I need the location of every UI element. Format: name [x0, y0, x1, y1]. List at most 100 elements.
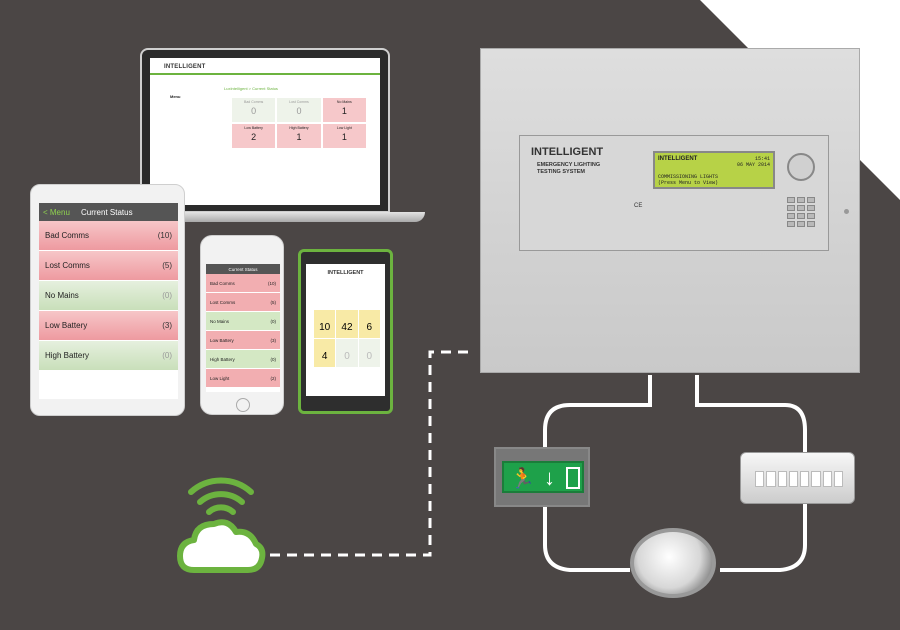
key[interactable]: [797, 205, 805, 211]
dome-light: [630, 528, 716, 598]
tablet-title: Current Status: [81, 207, 133, 217]
tablet-header: < Menu Current Status: [39, 203, 178, 221]
phone-row-low-light[interactable]: Low Light (2): [206, 369, 280, 388]
status-count: (0): [162, 351, 172, 360]
phone-row-low-battery[interactable]: Low Battery(3): [206, 331, 280, 350]
status-row-bad-comms[interactable]: Bad Comms(10): [39, 221, 178, 251]
exit-sign: 🏃 ↓: [494, 447, 590, 507]
status-label: Low Battery: [45, 321, 88, 330]
laptop-cell-label: Bad Comms: [244, 100, 264, 104]
key[interactable]: [797, 213, 805, 219]
status-label: Lost Comms: [45, 261, 90, 270]
laptop-cell-bad-comms[interactable]: Bad Comms 0: [232, 98, 276, 122]
home-button[interactable]: [236, 398, 250, 412]
status-row-low-battery[interactable]: Low Battery (3): [39, 311, 178, 341]
laptop-cell-value: 0: [296, 106, 302, 116]
keypad[interactable]: [787, 197, 815, 227]
status-count: (10): [267, 280, 276, 286]
wp-cell[interactable]: 0: [358, 339, 380, 367]
key[interactable]: [797, 221, 805, 227]
wp-cell[interactable]: 10: [314, 310, 336, 338]
laptop-header-bar: [150, 73, 380, 75]
wp-cell[interactable]: 6: [358, 310, 380, 338]
control-panel: INTELLIGENT EMERGENCY LIGHTING TESTING S…: [480, 48, 860, 373]
phone: Current Status Bad Comms(10) Lost Comms(…: [200, 235, 284, 415]
back-button[interactable]: < Menu: [43, 207, 70, 217]
laptop-cell-value: 2: [251, 132, 257, 142]
key[interactable]: [787, 213, 795, 219]
phone-row-high-battery[interactable]: High Battery (0): [206, 350, 280, 369]
windows-phone-logo: INTELLIGENT: [327, 270, 364, 276]
lcd-logo: INTELLIGENT: [658, 156, 698, 162]
arrow-down-icon: ↓: [544, 465, 555, 490]
tablet-screen: < Menu Current Status Bad Comms(10) Lost…: [39, 203, 178, 399]
status-row-high-battery[interactable]: High Battery(0): [39, 341, 178, 371]
laptop-cell-low-battery[interactable]: Low Battery 2: [232, 124, 276, 148]
bulkhead-light: [740, 452, 855, 504]
panel-logo: INTELLIGENT: [531, 146, 604, 158]
phone-screen: Current Status Bad Comms(10) Lost Comms(…: [206, 264, 280, 392]
status-row-lost-comms[interactable]: Lost Comms(5): [39, 251, 178, 281]
laptop-cell-value: 1: [296, 132, 302, 142]
navigation-dial[interactable]: [787, 153, 815, 181]
status-count: (3): [270, 337, 277, 343]
wire-left: [543, 375, 652, 572]
key[interactable]: [807, 205, 815, 211]
status-label: Bad Comms: [210, 280, 235, 286]
lcd-time: 15:41: [754, 156, 770, 162]
status-label: High Battery: [210, 356, 235, 362]
panel-subtitle-line: EMERGENCY LIGHTING: [537, 162, 601, 168]
laptop-cell-value: 0: [251, 106, 257, 116]
windows-phone-grid: 10 42 6 4 0 0: [314, 310, 380, 367]
wire-right: [695, 375, 807, 572]
phone-row-bad-comms[interactable]: Bad Comms (10): [206, 274, 280, 293]
status-label: No Mains: [210, 318, 230, 324]
phone-title: Current Status: [206, 264, 280, 274]
tablet: < Menu Current Status Bad Comms(10) Lost…: [30, 184, 185, 416]
key[interactable]: [807, 197, 815, 203]
status-label: No Mains: [45, 291, 79, 300]
laptop-logo: INTELLIGENT: [164, 64, 206, 70]
cloud-wifi-icon: [177, 477, 266, 573]
panel-lock: [844, 209, 849, 214]
lcd-line: (Press Menu to View): [658, 180, 719, 186]
status-row-no-mains[interactable]: No Mains(0): [39, 281, 178, 311]
laptop-breadcrumb[interactable]: LuxIntelligent > Current Status: [224, 86, 278, 91]
status-count: (3): [162, 321, 172, 330]
exit-sign-face: 🏃 ↓: [502, 461, 584, 493]
key[interactable]: [807, 213, 815, 219]
laptop-cell-label: Low Light: [336, 126, 352, 130]
wp-cell[interactable]: 4: [314, 339, 336, 367]
laptop-display: INTELLIGENT LuxIntelligent > Current Sta…: [150, 58, 380, 205]
status-count: (2): [270, 375, 277, 381]
key[interactable]: [787, 197, 795, 203]
panel-subtitle-line: TESTING SYSTEM: [537, 169, 585, 175]
laptop-cell-low-light[interactable]: Low Light 1: [322, 124, 366, 148]
phone-row-no-mains[interactable]: No Mains(0): [206, 312, 280, 331]
laptop-cell-high-battery[interactable]: High Battery 1: [277, 124, 321, 148]
wp-cell[interactable]: 0: [336, 339, 358, 367]
laptop: INTELLIGENT LuxIntelligent > Current Sta…: [140, 48, 390, 213]
key[interactable]: [797, 197, 805, 203]
status-label: Lost Comms: [210, 299, 236, 305]
laptop-menu[interactable]: Menu: [170, 94, 220, 100]
ce-mark: CE: [634, 203, 643, 209]
running-man-icon: 🏃: [510, 468, 535, 490]
lcd-line: COMMISSIONING LIGHTS: [658, 174, 719, 180]
lcd-date: 06 MAY 2014: [736, 162, 770, 168]
key[interactable]: [787, 205, 795, 211]
laptop-base: [120, 212, 425, 222]
network-link: [270, 350, 472, 557]
status-count: (0): [270, 356, 277, 362]
laptop-cell-label: Low Battery: [244, 126, 263, 130]
status-label: Low Light: [210, 375, 230, 381]
phone-row-lost-comms[interactable]: Lost Comms(5): [206, 293, 280, 312]
key[interactable]: [787, 221, 795, 227]
wp-cell[interactable]: 42: [336, 310, 358, 338]
laptop-cell-label: High Battery: [289, 126, 309, 130]
laptop-cell-value: 1: [341, 132, 347, 142]
key[interactable]: [807, 221, 815, 227]
